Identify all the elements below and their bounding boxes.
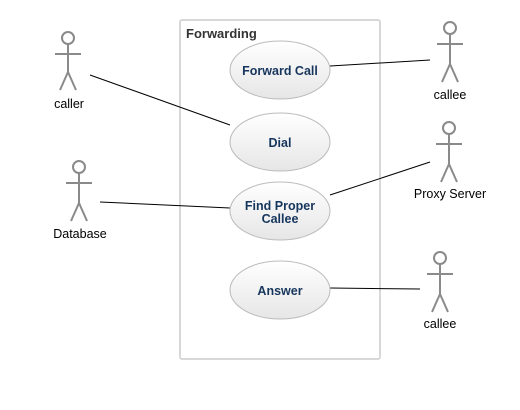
use-case-label: Forward Call bbox=[242, 64, 318, 78]
use-case-label: Dial bbox=[269, 136, 292, 150]
system-boundary-title: Forwarding bbox=[186, 26, 257, 41]
association-database-find-proper-callee bbox=[99, 201, 231, 209]
association-caller-dial bbox=[89, 74, 231, 126]
use-case-answer[interactable]: Answer bbox=[229, 260, 331, 320]
use-case-ellipse bbox=[229, 181, 331, 241]
stick-figure-icon bbox=[66, 160, 92, 222]
actor-label: callee bbox=[424, 317, 457, 331]
actor-label: caller bbox=[54, 97, 84, 111]
association-callee-forward-call bbox=[329, 59, 431, 67]
association-callee-answer bbox=[329, 287, 421, 290]
actor-caller[interactable]: caller bbox=[54, 31, 84, 111]
actor-callee-bottom[interactable]: callee bbox=[424, 251, 457, 331]
actor-label: Database bbox=[53, 227, 107, 241]
stick-figure-icon bbox=[437, 21, 463, 83]
association-proxy-server-find-proper-callee bbox=[329, 161, 431, 196]
use-case-find-proper-callee[interactable]: Find Proper Callee bbox=[229, 181, 331, 241]
use-case-label: Answer bbox=[257, 284, 302, 298]
stick-figure-icon bbox=[427, 251, 453, 313]
stick-figure-icon bbox=[55, 31, 81, 91]
use-case-label-line-2: Callee bbox=[262, 212, 299, 226]
actor-proxy-server[interactable]: Proxy Server bbox=[414, 121, 486, 201]
use-case-ellipse bbox=[229, 40, 331, 100]
stick-figure-icon bbox=[436, 121, 462, 183]
use-case-dial[interactable]: Dial bbox=[229, 112, 331, 172]
associations bbox=[89, 59, 431, 290]
actor-database[interactable]: Database bbox=[53, 160, 107, 241]
actor-label: Proxy Server bbox=[414, 187, 486, 201]
use-case-ellipse bbox=[229, 260, 331, 320]
use-case-forward-call[interactable]: Forward Call bbox=[229, 40, 331, 100]
use-case-label-line-1: Find Proper bbox=[245, 199, 315, 213]
actor-label: callee bbox=[434, 88, 467, 102]
actor-callee-top[interactable]: callee bbox=[434, 21, 467, 102]
use-case-ellipse bbox=[229, 112, 331, 172]
